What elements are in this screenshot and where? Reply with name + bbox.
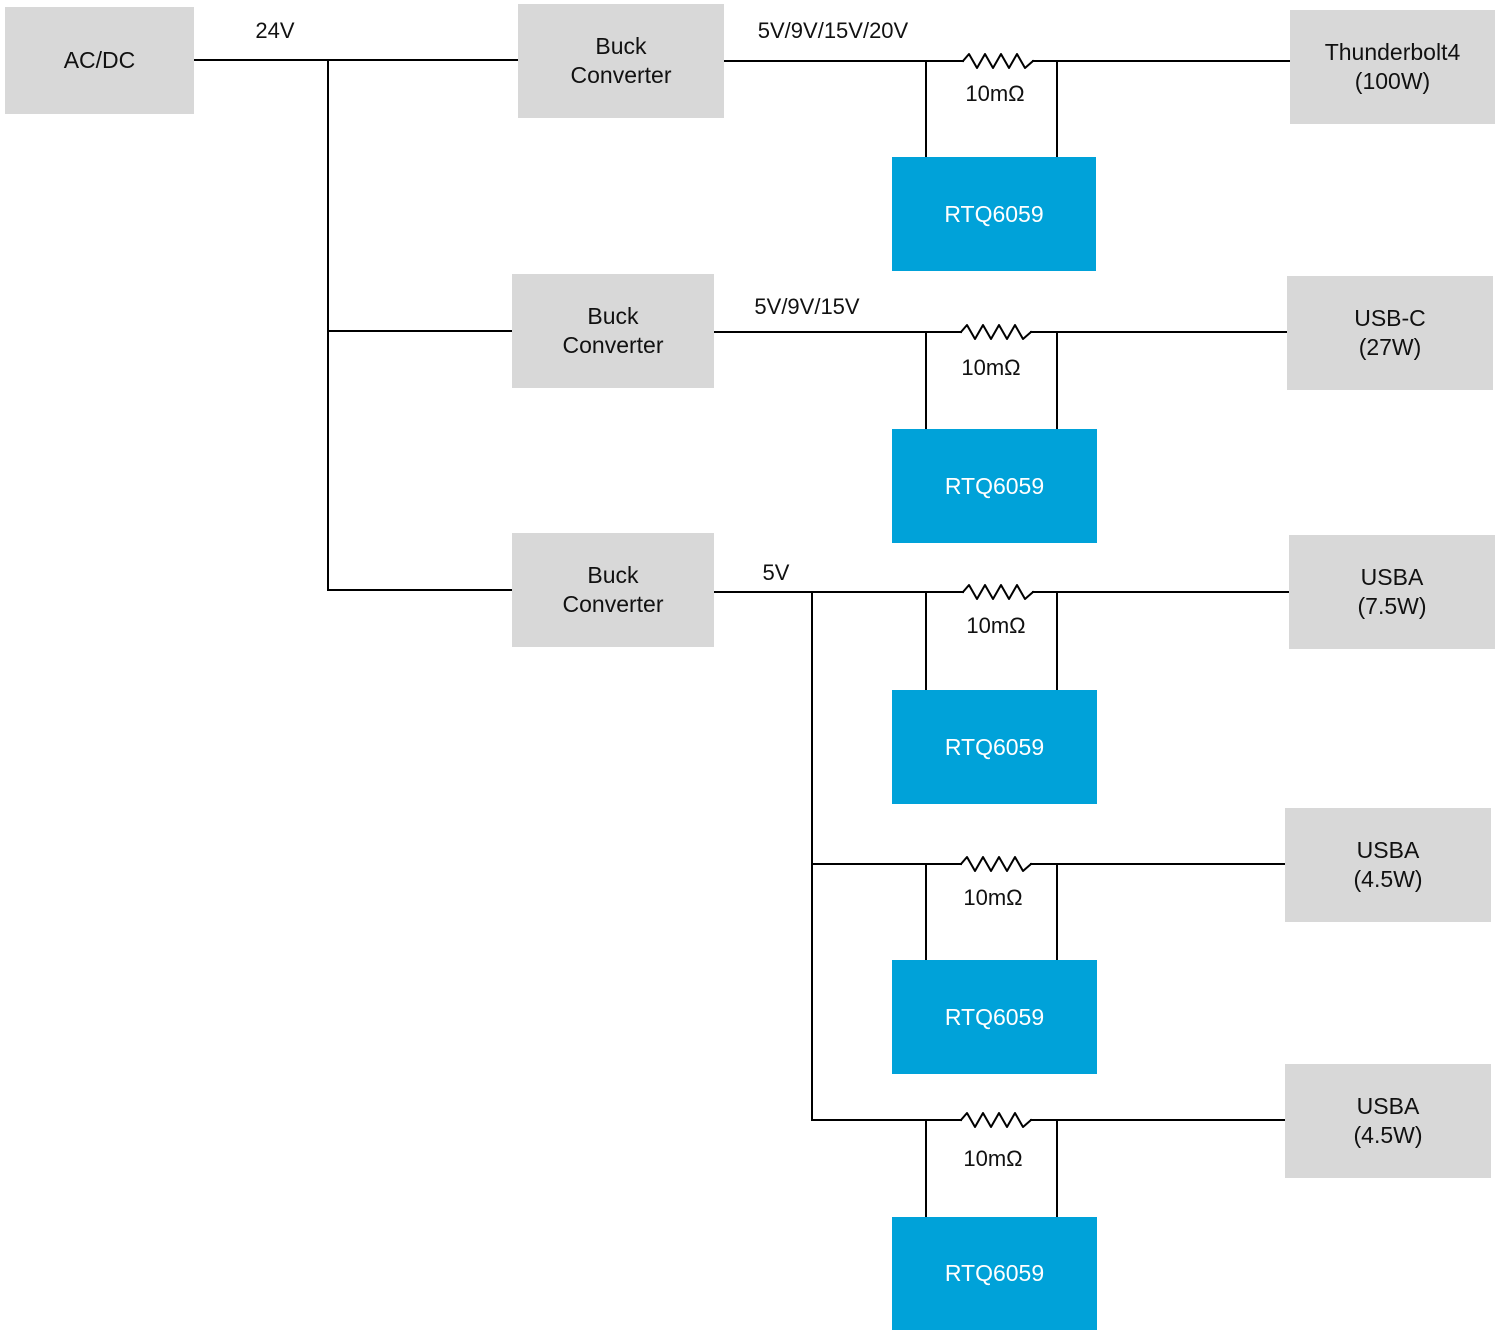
rtq6059-monitor-5-label: RTQ6059: [944, 1260, 1045, 1286]
sense-resistor-5-label: 10mΩ: [963, 1146, 1023, 1171]
rtq6059-monitor-1: RTQ6059: [892, 157, 1096, 271]
port-usba-7-5w: USBA (7.5W): [1289, 535, 1495, 649]
sense-resistor-3-label: 10mΩ: [966, 613, 1026, 638]
buck-converter-3-line1: Buck: [587, 562, 639, 588]
sense-resistor-1-label: 10mΩ: [965, 81, 1025, 106]
port-thunderbolt4-name: Thunderbolt4: [1324, 39, 1461, 65]
port-thunderbolt4: Thunderbolt4 (100W): [1290, 10, 1495, 124]
buck-converter-2-line1: Buck: [587, 303, 639, 329]
port-usba-4-5w-a-name: USBA: [1356, 837, 1420, 863]
port-usba-4-5w-b-power: (4.5W): [1353, 1122, 1423, 1148]
resistor-1-symbol: [961, 53, 1035, 69]
port-usba-4-5w-b: USBA (4.5W): [1285, 1064, 1491, 1178]
resistor-5-symbol: [959, 1112, 1033, 1128]
rtq6059-monitor-3-label: RTQ6059: [944, 733, 1045, 760]
sense-resistor-4-label: 10mΩ: [963, 885, 1023, 910]
buck-converter-2-line2: Converter: [562, 332, 664, 358]
wire-channel-1: [722, 60, 1291, 158]
port-usb-c-power: (27W): [1358, 334, 1422, 360]
rtq6059-monitor-4: RTQ6059: [892, 960, 1097, 1074]
resistor-4-symbol: [959, 856, 1033, 872]
rtq6059-monitor-2: RTQ6059: [892, 429, 1097, 543]
resistor-3-symbol: [961, 584, 1035, 600]
buck-converter-1-line1: Buck: [595, 33, 647, 59]
rtq6059-monitor-4-label: RTQ6059: [944, 1003, 1045, 1030]
wire-channel-4: [925, 863, 1286, 961]
port-thunderbolt4-power: (100W): [1354, 68, 1431, 94]
sense-resistor-2-label: 10mΩ: [961, 355, 1021, 380]
port-usba-4-5w-a: USBA (4.5W): [1285, 808, 1491, 922]
wire-channel-2: [713, 331, 1288, 430]
wire-24v-bus: [192, 59, 521, 591]
port-usba-4-5w-b-name: USBA: [1356, 1093, 1420, 1119]
acdc-block: AC/DC: [5, 7, 194, 114]
buck-converter-3: Buck Converter: [512, 533, 714, 647]
port-usb-c-name: USB-C: [1354, 305, 1426, 331]
resistor-2-symbol: [959, 324, 1033, 340]
rtq6059-monitor-5: RTQ6059: [892, 1217, 1097, 1330]
rtq6059-monitor-2-label: RTQ6059: [944, 472, 1045, 499]
buck-converter-1-output-voltage: 5V/9V/15V/20V: [757, 18, 909, 43]
port-usba-7-5w-power: (7.5W): [1357, 593, 1427, 619]
buck-converter-3-output-voltage: 5V: [762, 560, 790, 585]
wire-channel-5: [925, 1119, 1286, 1218]
wire-channel-3: [811, 591, 1290, 691]
buck-converter-3-line2: Converter: [562, 591, 664, 617]
buck-converter-1-line2: Converter: [570, 62, 672, 88]
port-usba-4-5w-a-power: (4.5W): [1353, 866, 1423, 892]
port-usb-c: USB-C (27W): [1287, 276, 1493, 390]
acdc-label: AC/DC: [63, 47, 136, 73]
wire-5v-bus: [713, 591, 962, 1121]
rtq6059-monitor-3: RTQ6059: [892, 690, 1097, 804]
buck-converter-2: Buck Converter: [512, 274, 714, 388]
bus-voltage-label: 24V: [255, 18, 295, 43]
buck-converter-1: Buck Converter: [518, 4, 724, 118]
buck-converter-2-output-voltage: 5V/9V/15V: [754, 294, 860, 319]
rtq6059-monitor-1-label: RTQ6059: [944, 200, 1044, 227]
port-usba-7-5w-name: USBA: [1360, 564, 1424, 590]
